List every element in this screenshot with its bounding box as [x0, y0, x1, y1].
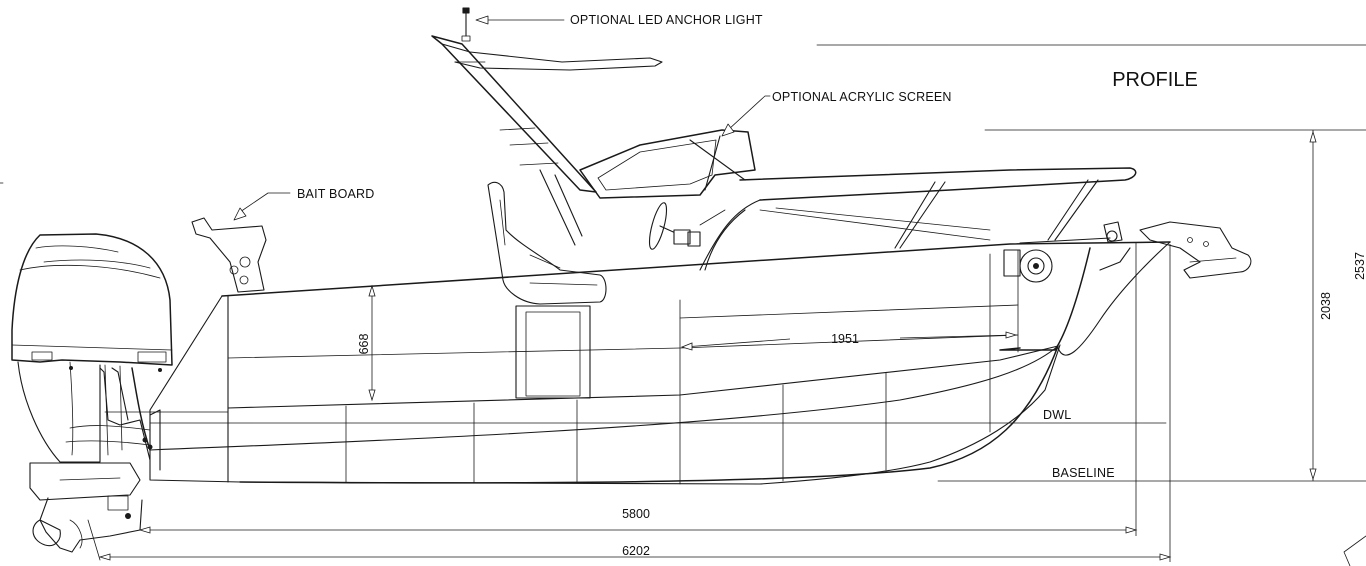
- hardtop-frame: [431, 35, 1137, 271]
- anchor-winch: [1003, 221, 1123, 283]
- hull: [104, 241, 1171, 485]
- dimension-cabin-length: 1951: [680, 331, 1018, 351]
- waterline-length-value: 5800: [622, 507, 650, 521]
- drawing-title: PROFILE: [1112, 69, 1198, 91]
- baseline-label: BASELINE: [1052, 466, 1115, 480]
- dimension-waterline-length: 5800: [138, 242, 1138, 536]
- dimension-height-above-baseline: 2038: [1309, 130, 1333, 481]
- dimension-overall-length: 6202: [98, 244, 1172, 562]
- overall-height-value: 2537: [1353, 252, 1366, 280]
- dimension-overall-height: 2537: [1353, 252, 1366, 280]
- freeboard-value: 668: [357, 334, 371, 355]
- bait-board-label: BAIT BOARD: [297, 187, 374, 201]
- led-anchor-light: [461, 7, 471, 42]
- acrylic-screen-label: OPTIONAL ACRYLIC SCREEN: [772, 90, 952, 104]
- bait-board: [191, 217, 267, 293]
- callout-anchor-light: OPTIONAL LED ANCHOR LIGHT: [475, 13, 763, 27]
- cabin-length-value: 1951: [831, 332, 859, 346]
- dimension-freeboard: 668: [357, 284, 376, 402]
- steering-wheel: [648, 202, 726, 250]
- dwl-label: DWL: [1043, 408, 1071, 422]
- corner-fragment: [1343, 535, 1366, 566]
- height-above-baseline-value: 2038: [1319, 292, 1333, 320]
- bow-anchor: [1099, 221, 1252, 279]
- callout-acrylic-screen: OPTIONAL ACRYLIC SCREEN: [721, 90, 952, 137]
- outboard-motor: [11, 233, 173, 561]
- anchor-light-label: OPTIONAL LED ANCHOR LIGHT: [570, 13, 763, 27]
- callout-bait-board: BAIT BOARD: [233, 187, 374, 221]
- overall-length-value: 6202: [622, 544, 650, 558]
- helm-seat: [487, 181, 607, 399]
